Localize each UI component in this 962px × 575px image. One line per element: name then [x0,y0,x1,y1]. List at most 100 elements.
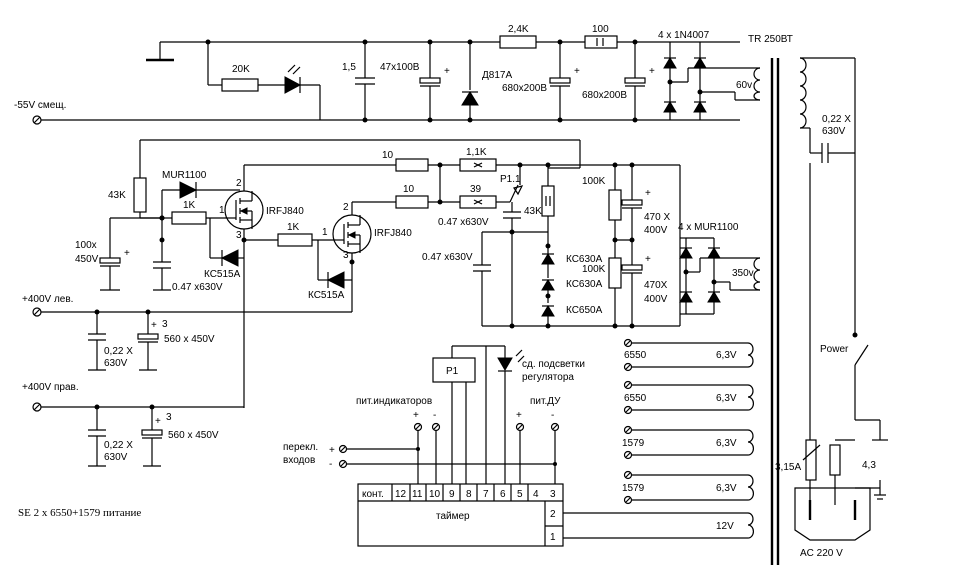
svg-text:+: + [444,66,450,77]
output-left-csmall-voltage: 630V [104,358,128,369]
led-label-2: регулятора [522,372,574,383]
hv-bridge-label: 4 x MUR1100 [678,222,739,233]
hv-r100k-top-label: 100K [582,176,606,187]
hv-zener-b-label: КС515А [308,290,345,301]
power-switch-label: Power [820,344,849,355]
hv-diode-label: MUR1100 [162,170,207,181]
heater-voltage-label: 6,3V [716,350,737,361]
svg-text:+: + [645,188,651,199]
timer-pin-label: 8 [466,489,472,500]
hv-winding-label: 350v [732,268,754,279]
timer-pin-label: 5 [517,489,523,500]
hv-r43k-right-label: 43K [524,206,542,217]
bias-winding-label: 60v [736,80,752,91]
hv-pin3a-label: 3 [236,230,242,241]
bias-r3-label: 100 [592,24,609,35]
heater-winding: 1579 6,3V [622,425,755,460]
mains-cap-value: 0,22 X [822,114,851,125]
output-right-csmall-voltage: 630V [104,452,128,463]
svg-text:+: + [645,254,651,265]
heater-tube-label: 1579 [622,483,645,494]
led-label: сд. подсветки [522,359,585,370]
heater-winding: 1579 6,3V [622,470,755,505]
heater-tube-label: 6550 [624,393,647,404]
hv-mosfet-b-label: IRFJ840 [374,228,412,239]
input-switch-label: перекл. [283,442,318,453]
bias-r2-label: 2,4K [508,24,529,35]
hv-r1k-a-label: 1K [183,200,196,211]
timer-pin-label: 6 [500,489,506,500]
heater-voltage-label: 6,3V [716,438,737,449]
hv-mosfet-a-label: IRFJ840 [266,206,304,217]
svg-text:+: + [151,320,157,331]
bias-c1-label: 1,5 [342,62,356,73]
output-right-csmall-label: 0,22 X [104,440,133,451]
heater-windings: 6550 6,3V 6550 6,3V 1579 6,3V [622,338,755,505]
bias-bridge-label: 4 x 1N4007 [658,30,710,41]
svg-text:+: + [155,416,161,427]
hv-c047-top-label: 0.47 x630V [438,217,489,228]
hv-r1k-b-label: 1K [287,222,300,233]
hv-c-top-voltage: 400V [644,225,668,236]
hv-pin3b-label: 3 [343,250,349,261]
relay-label: P1 [446,366,459,377]
hv-z3-label: КС650А [566,305,603,316]
timer-pin-label: конт. [362,489,384,500]
bias-supply: 20K -55V смещ. 1,5 47x100В + [14,24,761,125]
fuse [805,439,817,481]
timer-pin-label: 7 [483,489,489,500]
transformer-label: TR 250ВТ [748,34,793,45]
heater-voltage-label: 6,3V [716,483,737,494]
indicator-power-label: пит.индикаторов [356,396,432,407]
output-right: +400V прав. 0,22 X 630V + 3 560 x 450V [22,382,244,467]
timer-name-label: таймер [436,511,470,522]
heater-winding: 6550 6,3V [623,338,754,372]
hv-c-top-label: 470 X [644,212,670,223]
bias-c4-label: 680x200В [582,90,627,101]
heater-tube-label: 1579 [622,438,645,449]
hv-c047-left-label: 0.47 x630V [422,252,473,263]
hv-pin1a-label: 1 [219,205,225,216]
hv-pin1b-label: 1 [322,227,328,238]
bias-zener-label: Д817А [482,70,512,81]
output-right-label: +400V прав. [22,382,79,393]
input-switch-label-2: входов [283,455,315,466]
switch-plus-label: + [329,445,335,456]
switch-minus-label: - [329,459,332,470]
output-left-cbig-label: 560 x 450V [164,334,215,345]
remote-power-label: пит.ДУ [530,396,561,407]
timer-pin-label: 11 [412,489,423,500]
hv-relay-contact-label: P1.1 [500,174,521,185]
hv-r100k-bot-label: 100K [582,264,606,275]
bias-c2-label: 47x100В [380,62,420,73]
hv-supply: 43K MUR1100 1K 1 2 3 IRFJ840 [75,139,761,408]
output-left: +400V лев. 0,22 X 630V + 3 560 x 450V [22,294,352,371]
timer-pin-label: 9 [449,489,455,500]
hv-c-bot-label: 470X [644,280,668,291]
remote-plus-label: + [516,410,522,421]
hv-r43k-label: 43K [108,190,126,201]
hv-pin2a-label: 2 [236,178,242,189]
bias-terminal-label: -55V смещ. [14,100,66,111]
timer-pin-label: 4 [533,489,539,500]
output-right-cbig-label: 560 x 450V [168,430,219,441]
transformer: TR 250ВТ 0,22 X 630V Power 3,15A 4,3 [748,34,888,565]
timer: таймер конт. 12 11 10 9 8 7 6 5 4 3 2 1 … [283,345,755,547]
timer-pin-label: 12 [395,489,407,500]
heater-voltage-label: 6,3V [716,393,737,404]
timer-pin-label: 10 [429,489,441,500]
remote-minus-label: - [551,410,554,421]
output-left-csmall-label: 0,22 X [104,346,133,357]
hv-r11k-label: 1,1K [466,147,487,158]
svg-text:+: + [574,66,580,77]
hv-c100-voltage: 450V [75,254,99,265]
timer-pin1-label: 1 [550,532,556,543]
mains-cap-voltage: 630V [822,126,846,137]
hv-z2-label: КС630А [566,279,603,290]
timer-pin2-label: 2 [550,509,556,520]
svg-text:+: + [124,248,130,259]
svg-text:+: + [649,66,655,77]
hv-zener-a-label: КС515А [204,269,241,280]
fuse-value-label: 4,3 [862,460,876,471]
